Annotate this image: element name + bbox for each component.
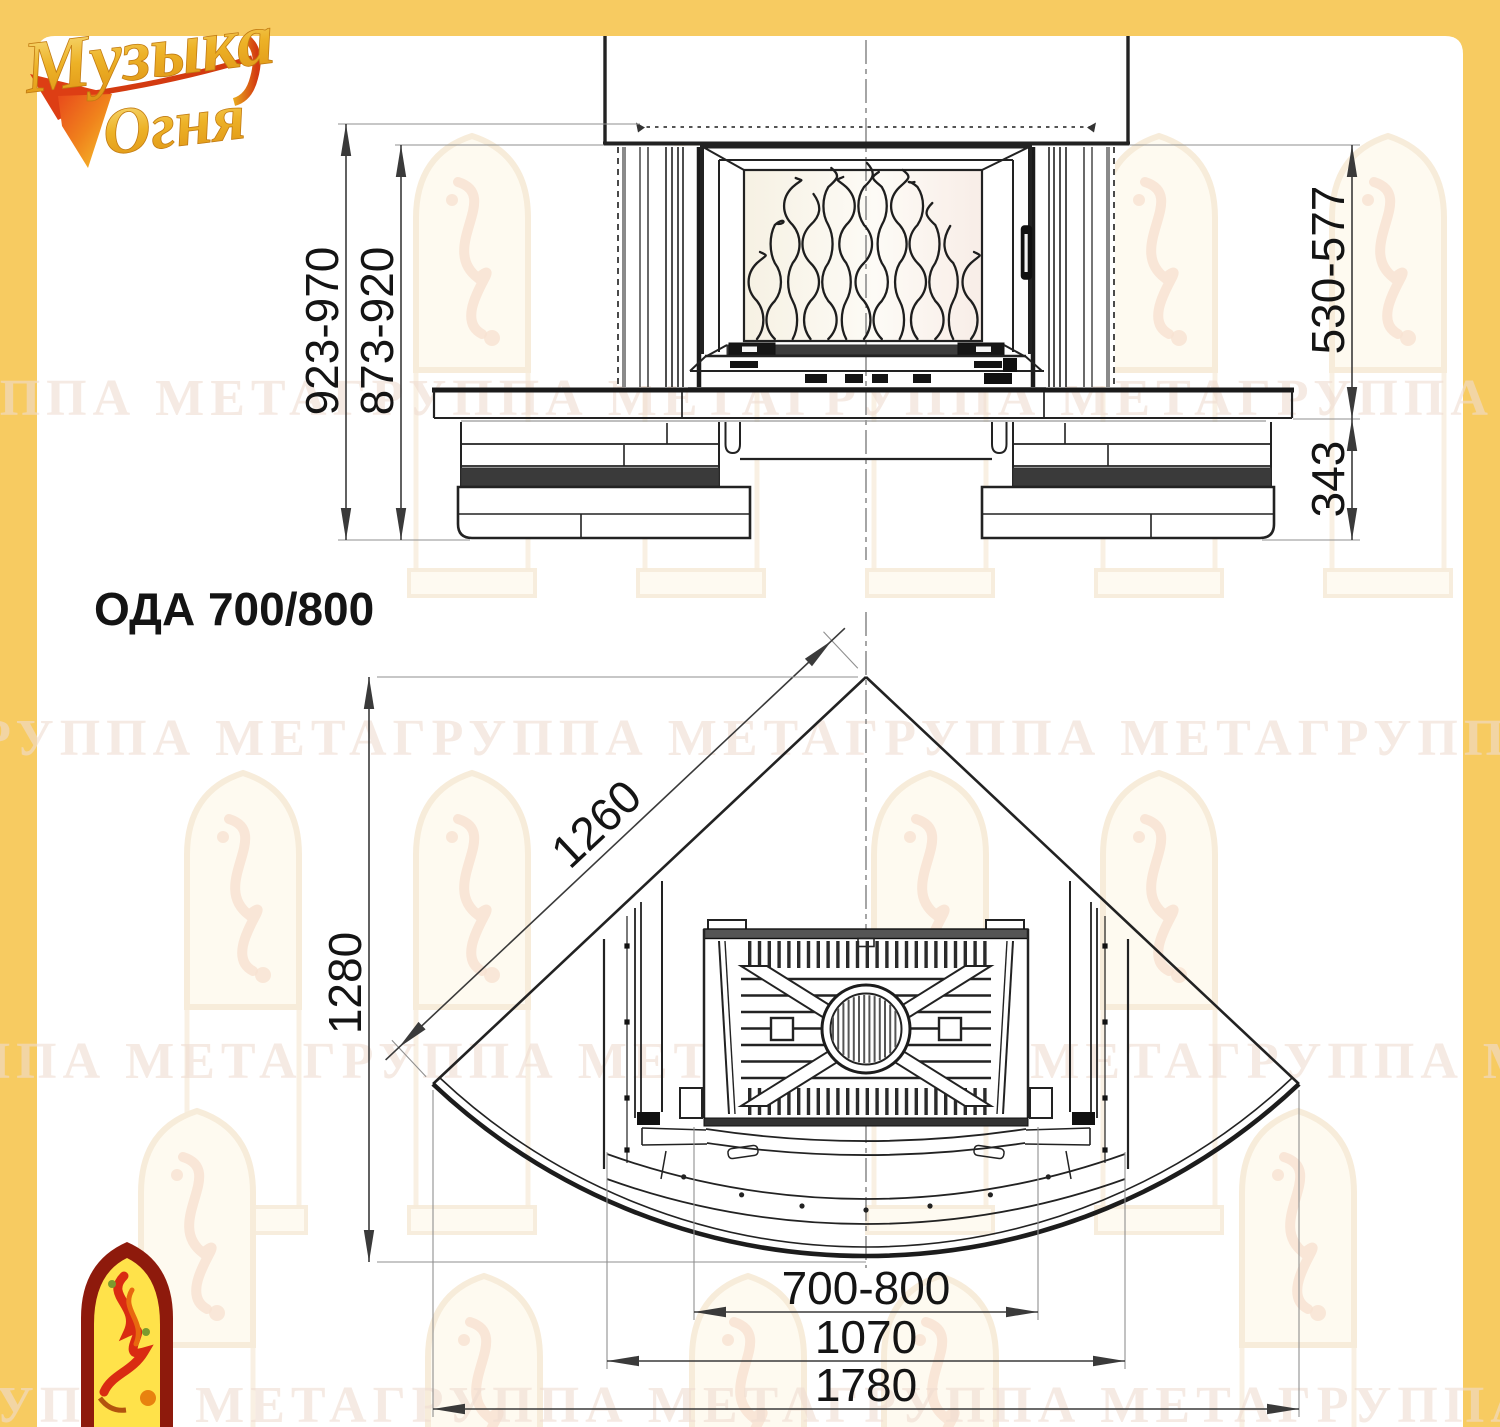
left-column: [617, 147, 702, 387]
plan-right-column: [1029, 881, 1130, 1169]
flue-grille: [832, 995, 897, 1063]
dim-overall-width: 1780: [815, 1359, 917, 1411]
page-title: ОДА 700/800: [94, 583, 374, 635]
right-column: [1030, 147, 1115, 387]
watermark-text-row: ГРУППА МЕТАГРУППА МЕТАГРУППА МЕТАГРУППА …: [0, 710, 1500, 767]
hearth-outer-arc: [431, 1077, 1301, 1259]
plan-view: 1260 1280 700-800 1070 1780: [319, 612, 1301, 1417]
dim-firebox-height: 530-577: [1302, 186, 1354, 355]
watermark-pattern: ГРУППА МЕТАГРУППА МЕТАГРУППА МЕТАГРУППА …: [0, 132, 1500, 1427]
corner-walls: [432, 676, 1300, 1085]
brand-logo-line1: Музыка: [18, 0, 278, 110]
corner-stamp: [81, 1242, 173, 1427]
brand-logo-line2: Огня: [98, 80, 250, 171]
dim-opening: 700-800: [782, 1262, 951, 1314]
svg-text:Музыка: Музыка: [18, 0, 278, 110]
grate-bar: [726, 342, 1005, 356]
flames: [747, 161, 981, 341]
watermark-text-row: ГРУППА МЕТАГРУППА МЕТАГРУППА МЕТАГРУППА …: [0, 1377, 1500, 1427]
dim-hearth-width: 1070: [815, 1311, 917, 1363]
plan-left-column: [602, 881, 703, 1169]
brand-logo: Музыка Огня: [18, 0, 278, 170]
front-dimensions: 923-970 873-920 530-577 343: [296, 124, 1358, 540]
hearth-plate: [688, 344, 1046, 389]
firebox-frame: [700, 145, 1033, 354]
dim-outer-height: 923-970: [296, 247, 348, 416]
front-view: 923-970 873-920 530-577 343: [296, 36, 1360, 560]
mantel-shelf: [432, 387, 1294, 422]
dim-depth: 1280: [319, 932, 371, 1034]
hearth-bands: [606, 1127, 1126, 1225]
insert-plan: [702, 919, 1030, 1127]
svg-text:Огня: Огня: [99, 80, 250, 170]
hood: [603, 36, 1130, 146]
dim-inner-height: 873-920: [351, 247, 403, 416]
dim-base-height: 343: [1302, 441, 1354, 518]
base: [456, 422, 1276, 540]
